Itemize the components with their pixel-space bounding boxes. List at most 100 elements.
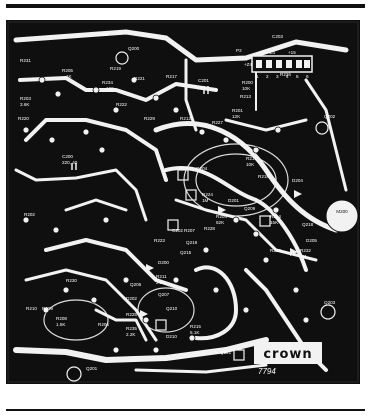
label-r228: R228 [204, 226, 215, 231]
bottom-rule [6, 409, 365, 411]
label-r206: R206 [98, 322, 109, 327]
label-r215: R215 [190, 324, 201, 329]
label-q210: Q210 [166, 306, 178, 311]
label-q207: Q207 [158, 292, 170, 297]
meter-m200: M200 [325, 199, 359, 233]
label-r208: R208 [56, 316, 67, 321]
value-r235: 2.2K [126, 332, 136, 337]
brand-plate: crown [254, 342, 322, 364]
label-c201: C201 [198, 78, 209, 83]
label-pin-6: 6 [306, 74, 309, 79]
label-r207: R207 [184, 228, 195, 233]
diode-symbols [140, 190, 302, 318]
solder-pads [22, 76, 310, 354]
value-r214: 15K [270, 220, 279, 225]
label-q206: Q206 [130, 282, 142, 287]
label-pin-3: 3 [276, 74, 279, 79]
label-p2: P2 [236, 48, 242, 53]
label-q219: Q219 [186, 240, 198, 245]
label-r227: R227 [212, 120, 223, 125]
label-pin-5: 5 [296, 74, 299, 79]
label-q203: Q203 [324, 300, 336, 305]
label-r226: R226 [280, 72, 291, 77]
label-r213: R213 [240, 94, 251, 99]
label-pin-4: 4 [286, 74, 289, 79]
connector-p2 [251, 55, 313, 73]
label-r210: R210 [26, 306, 37, 311]
label-r216: R216 [246, 156, 257, 161]
label-r214: R214 [270, 214, 281, 219]
label-r220: R220 [18, 116, 29, 121]
label-c203: C203 [272, 34, 283, 39]
label-p2-neg24: -Z4 [268, 50, 275, 55]
value-r208: 1.5K [56, 322, 66, 327]
brand-logo: crown [263, 347, 312, 362]
label-r203: R203 [20, 96, 31, 101]
label-r217: R217 [166, 74, 177, 79]
label-r219: R219 [110, 66, 121, 71]
value-r201: 12K [232, 114, 241, 119]
label-d202: D202 [126, 296, 137, 301]
label-r235: R235 [126, 326, 137, 331]
trace-layer [13, 29, 349, 374]
value-r216: 10K [246, 162, 255, 167]
transistor-outlines [66, 51, 336, 382]
component-labels: L200 Q200 R231 R205 R219 R234 R221 R217 … [18, 32, 336, 371]
part-number: 7794 [258, 367, 276, 376]
label-r211: R211 [156, 274, 167, 279]
pcb-diagram: M200 L200 Q200 R231 R205 R219 R234 R221 [6, 20, 360, 384]
label-r224: R224 [202, 192, 213, 197]
label-d210: D210 [166, 334, 177, 339]
value-r234: 100 [106, 86, 114, 91]
value-labels: 1K 100 10K 12K 3.6K 62K 15K 1M 2.2K 5.1K… [20, 74, 307, 337]
label-q201: Q201 [86, 366, 98, 371]
label-r209: R209 [42, 306, 53, 311]
label-q215: Q215 [180, 250, 192, 255]
label-r232: R232 [300, 248, 311, 253]
label-r229: R229 [144, 116, 155, 121]
value-c201: .47 [198, 86, 205, 91]
label-r218: R218 [258, 174, 269, 179]
capacitor-c201 [203, 86, 209, 94]
label-c200: C200 [62, 154, 73, 159]
label-r200: R200 [242, 80, 253, 85]
label-q204: Q204 [196, 166, 208, 171]
label-r233: R233 [270, 248, 281, 253]
label-d200: D200 [158, 260, 169, 265]
value-r232: 1M [300, 254, 307, 259]
value-r203: 3.6K [20, 102, 30, 107]
label-r212: R212 [180, 116, 191, 121]
meter-label: M200 [336, 209, 348, 214]
value-c200: 220, 40 [62, 160, 78, 165]
value-r224: 1M [202, 198, 209, 203]
label-r225: R225 [126, 312, 137, 317]
value-r204: 62K [216, 220, 225, 225]
top-rule [6, 4, 365, 8]
label-r234: R234 [102, 80, 113, 85]
label-p2-pos24: +Z4 [244, 62, 252, 67]
label-sc221: Q221 [220, 350, 232, 355]
label-r222: R222 [116, 102, 127, 107]
label-c202: C202 [172, 228, 183, 233]
label-r221: R221 [134, 76, 145, 81]
label-r205: R205 [62, 68, 73, 73]
label-p2-pos15: +15 [288, 50, 296, 55]
label-q218: Q218 [302, 222, 314, 227]
label-r204: R204 [216, 214, 227, 219]
label-r201: R201 [232, 108, 243, 113]
label-d205: D205 [306, 238, 317, 243]
capacitor-c200 [71, 163, 77, 170]
label-pin-2: 2 [266, 74, 269, 79]
label-d204: D204 [292, 178, 303, 183]
label-q200: Q200 [128, 46, 140, 51]
label-r202: R202 [24, 212, 35, 217]
value-r215: 5.1K [190, 330, 200, 335]
label-l200: L200 [98, 32, 109, 37]
value-r205: 1K [66, 74, 73, 79]
label-r230: R230 [66, 278, 77, 283]
label-q202: Q202 [324, 114, 336, 119]
label-q209: Q209 [244, 206, 256, 211]
label-d201: D201 [228, 198, 239, 203]
label-r223: R223 [154, 238, 165, 243]
label-r231: R231 [20, 58, 31, 63]
